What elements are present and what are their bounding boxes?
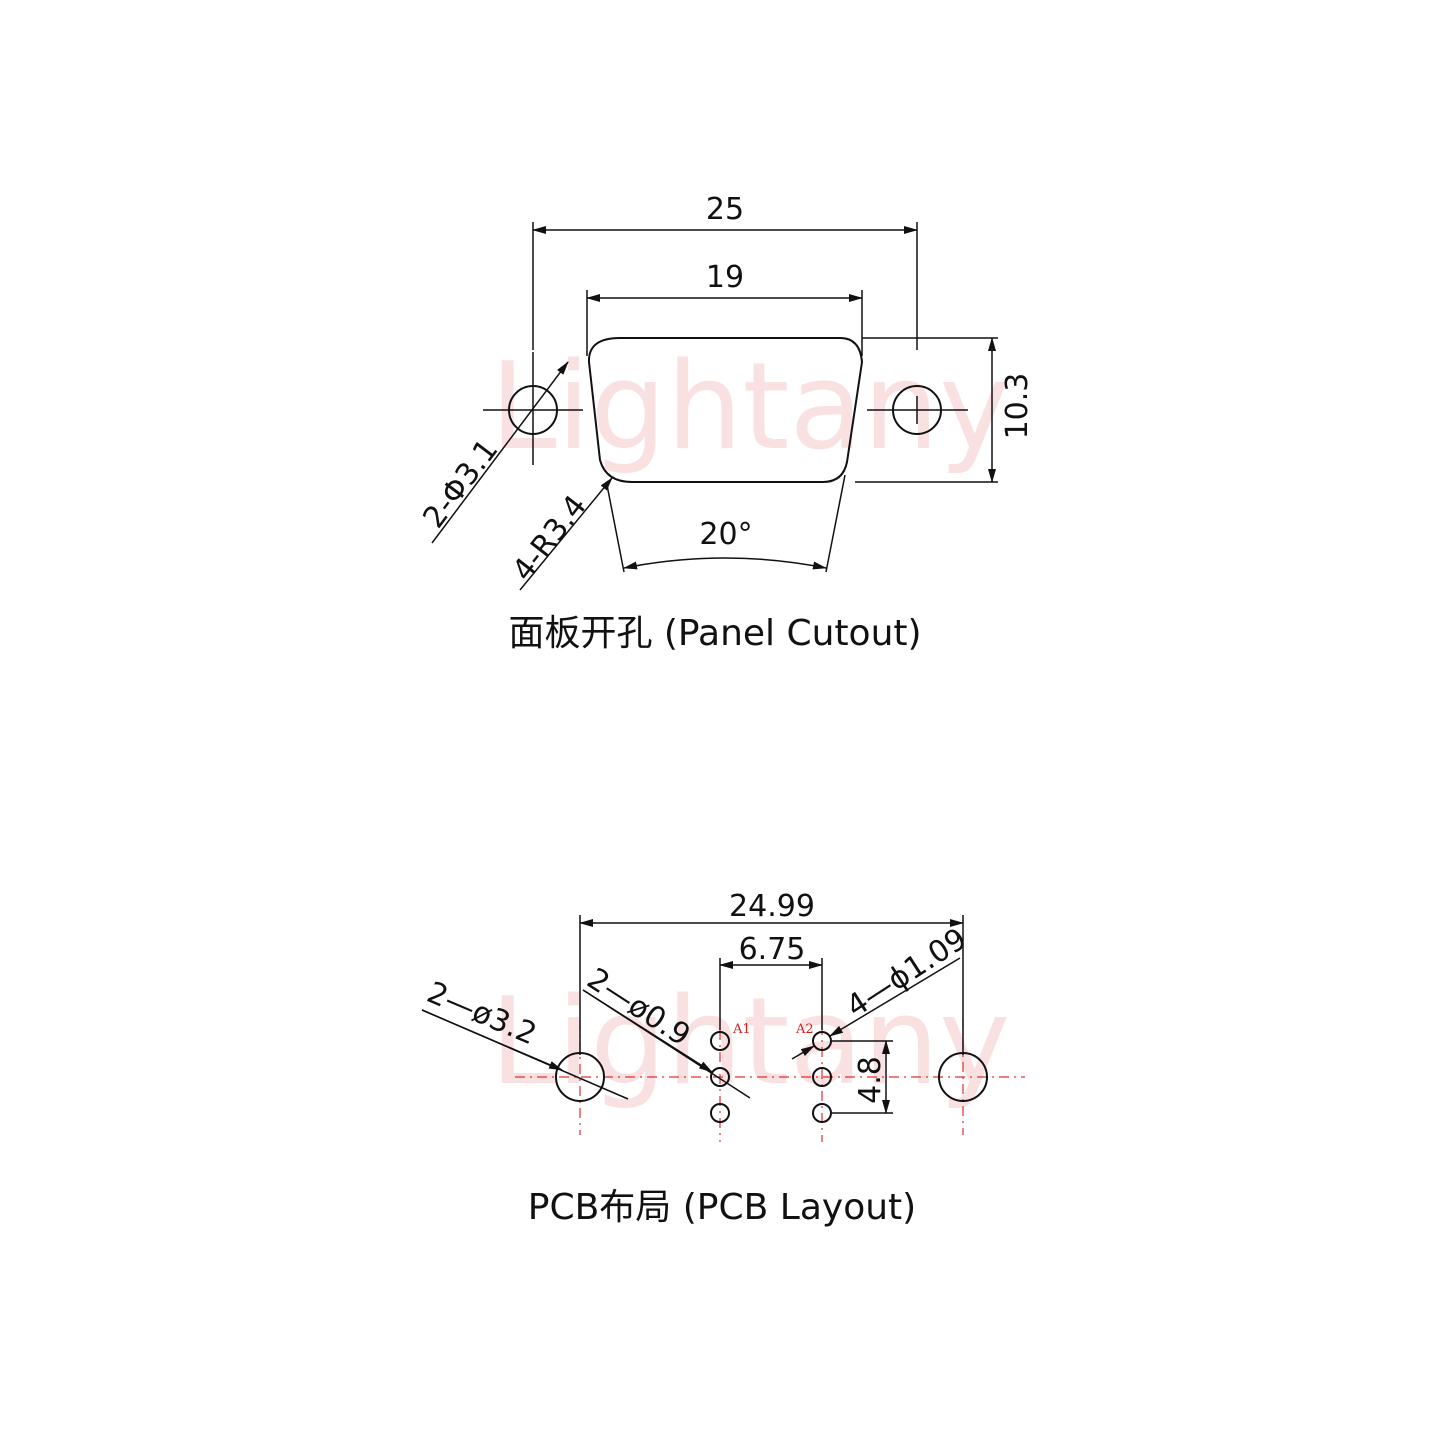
pcb-pin-hole bbox=[812, 1103, 832, 1123]
angle-ext-right bbox=[825, 474, 846, 573]
dim-label-pcb-height: 4.8 bbox=[853, 1056, 888, 1104]
pcb-pin-hole bbox=[710, 1031, 730, 1051]
dim-label-panel-hole: 2-Φ3.1 bbox=[416, 433, 505, 535]
leader-hole bbox=[431, 361, 569, 544]
pcb-pin-hole bbox=[710, 1067, 730, 1087]
pin-label-a2: A2 bbox=[795, 1022, 814, 1037]
pcb-pin-hole bbox=[812, 1031, 832, 1051]
leader-radius bbox=[519, 477, 613, 591]
dim-label-pcb-pitch: 6.75 bbox=[739, 932, 806, 967]
pin-label-a1: A1 bbox=[732, 1022, 751, 1037]
leader-pin-hole-b bbox=[829, 957, 961, 1037]
dim-label-pcb-width-outer: 24.99 bbox=[729, 889, 815, 924]
watermark-pcb: Lightany bbox=[490, 973, 1010, 1112]
panel-caption: 面板开孔 (Panel Cutout) bbox=[508, 613, 921, 654]
watermark-panel: Lightany bbox=[490, 338, 1010, 477]
pcb-caption: PCB布局 (PCB Layout) bbox=[528, 1187, 916, 1228]
dim-label-panel-radius: 4-R3.4 bbox=[506, 489, 594, 588]
angle-ext-left bbox=[606, 484, 625, 573]
pcb-pin-hole bbox=[812, 1067, 832, 1087]
leader-pin-hole-b-arrow bbox=[791, 1045, 815, 1060]
dim-label-panel-height: 10.3 bbox=[1000, 373, 1035, 440]
dim-label-panel-width-outer: 25 bbox=[706, 192, 744, 227]
pcb-pin-hole bbox=[710, 1103, 730, 1123]
dim-label-panel-width-inner: 19 bbox=[706, 260, 744, 295]
dim-label-panel-angle: 20° bbox=[699, 517, 752, 552]
panel-cutout-outline bbox=[587, 337, 864, 483]
angle-arc bbox=[623, 557, 827, 570]
leader-pin-hole-a-arrow bbox=[582, 989, 713, 1073]
leader-mount-hole-arrow bbox=[421, 1009, 563, 1071]
